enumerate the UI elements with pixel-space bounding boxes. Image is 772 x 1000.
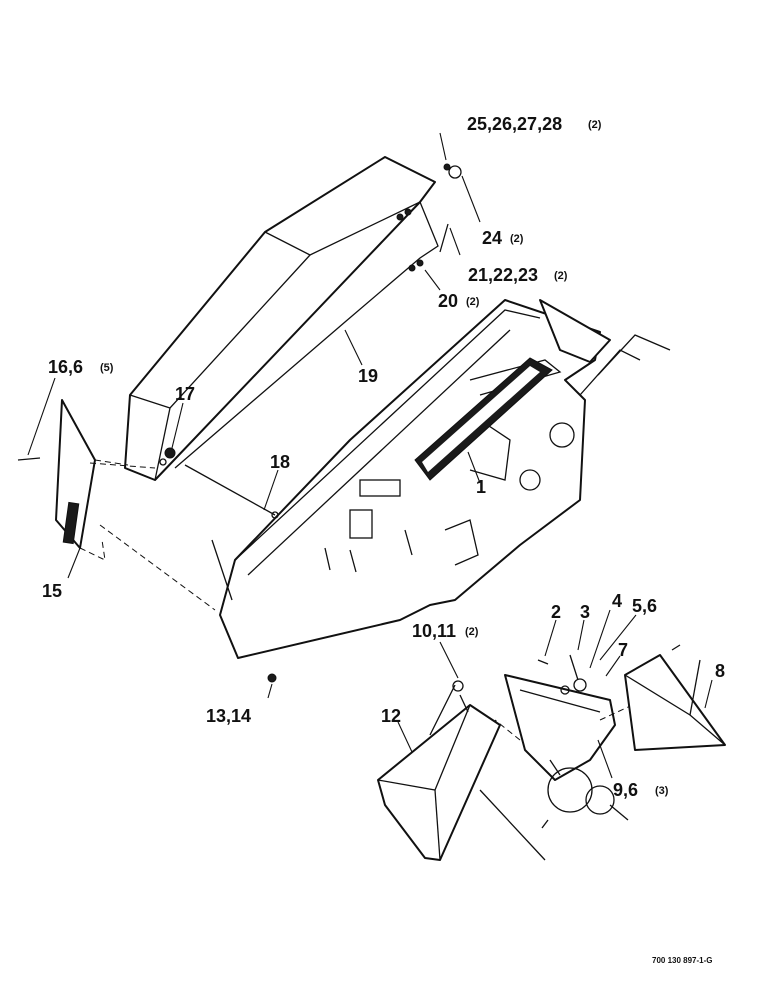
hardware-upper bbox=[17, 163, 462, 683]
document-number: 700 130 897-1-G bbox=[652, 956, 713, 965]
qty-25: (2) bbox=[588, 119, 602, 131]
frame-part-1 bbox=[219, 299, 641, 659]
callout-13-14: 13,14 bbox=[206, 706, 251, 726]
callout-15: 15 bbox=[42, 581, 62, 601]
dash-brackets bbox=[429, 334, 671, 861]
callout-17: 17 bbox=[175, 384, 195, 404]
shield-part-19 bbox=[124, 156, 439, 481]
rod-part-18 bbox=[89, 462, 279, 611]
callout-19: 19 bbox=[358, 366, 378, 386]
callout-5-6: 5,6 bbox=[632, 596, 657, 616]
callout-1: 1 bbox=[476, 477, 486, 497]
callout-3: 3 bbox=[580, 602, 590, 622]
callout-9-6: 9,6 bbox=[613, 780, 638, 800]
callout-8: 8 bbox=[715, 661, 725, 681]
gearbox-assembly bbox=[494, 654, 666, 829]
callout-12: 12 bbox=[381, 706, 401, 726]
qty-16: (5) bbox=[100, 362, 114, 374]
qty-9: (3) bbox=[655, 785, 669, 797]
callout-10-11: 10,11 bbox=[412, 621, 456, 641]
callout-24: 24 bbox=[482, 228, 502, 248]
qty-10: (2) bbox=[465, 626, 479, 638]
shield-part-12 bbox=[377, 680, 501, 861]
callout-2: 2 bbox=[551, 602, 561, 622]
guard-part-8 bbox=[624, 644, 726, 751]
callout-18: 18 bbox=[270, 452, 290, 472]
callout-20: 20 bbox=[438, 291, 458, 311]
callout-7: 7 bbox=[618, 640, 628, 660]
callout-labels: 25,26,27,28 (2) 24 (2) 21,22,23 (2) 20 (… bbox=[42, 114, 725, 965]
end-panel-part-15 bbox=[55, 399, 129, 561]
qty-21: (2) bbox=[554, 270, 568, 282]
callout-16-6: 16,6 bbox=[48, 357, 83, 377]
callout-4: 4 bbox=[612, 591, 622, 611]
leader-lines bbox=[27, 132, 713, 779]
callout-25-26-27-28: 25,26,27,28 bbox=[467, 114, 562, 134]
callout-21-22-23: 21,22,23 bbox=[468, 265, 538, 285]
qty-20: (2) bbox=[466, 296, 480, 308]
qty-24: (2) bbox=[510, 233, 524, 245]
